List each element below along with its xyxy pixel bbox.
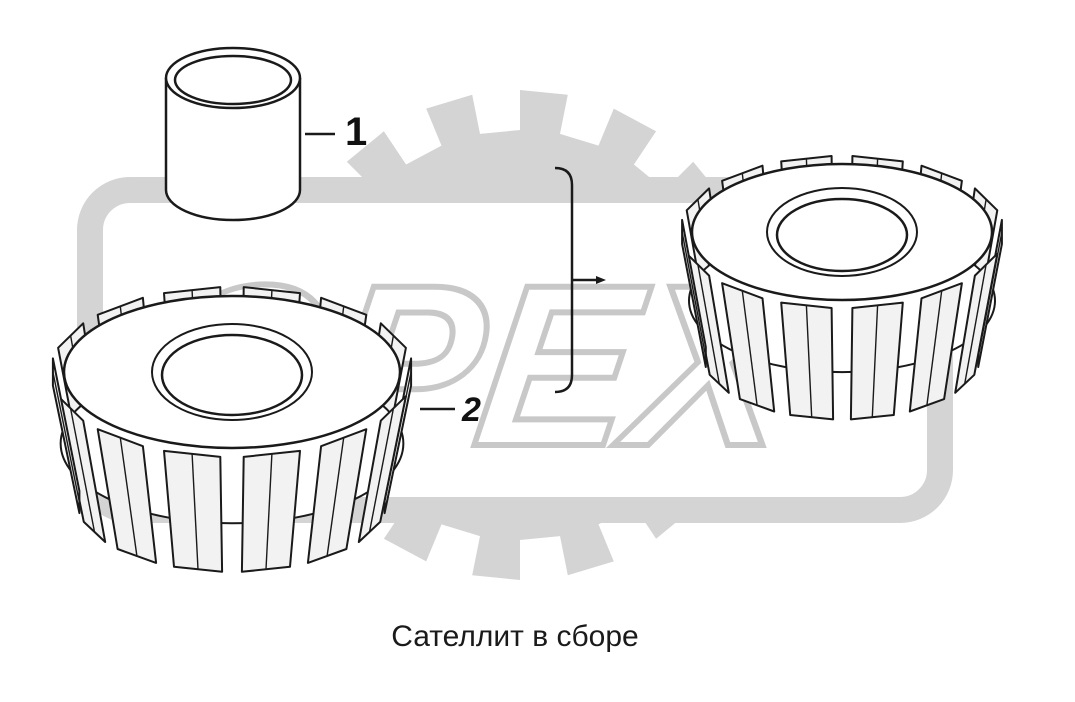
bevel-gear-icon xyxy=(51,286,413,573)
callout-2: 2 xyxy=(462,391,481,429)
bushing-icon xyxy=(164,46,302,222)
diagram-caption: Сателлит в сборе xyxy=(391,620,639,653)
callout-1: 1 xyxy=(345,110,368,154)
arrow-head-icon xyxy=(596,276,606,284)
bevel-gear-assembly-icon xyxy=(681,155,1003,421)
